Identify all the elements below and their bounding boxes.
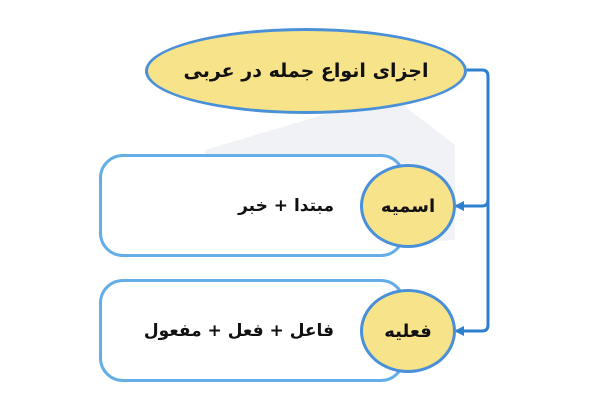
- main-topic-label: اجزای انواع جمله در عربی: [183, 60, 429, 82]
- main-topic-node: اجزای انواع جمله در عربی: [145, 28, 467, 114]
- branch-node-esmieh: اسمیه: [360, 164, 456, 248]
- branch-formula-esmieh: مبتدا + خبر: [238, 195, 334, 216]
- branch-node-felieh: فعلیه: [360, 289, 456, 373]
- branch-box-felieh: فاعل + فعل + مفعول: [99, 279, 405, 382]
- connector-to-esmieh: [454, 68, 490, 211]
- connector-to-felieh: [454, 200, 490, 336]
- branch-label-esmieh: اسمیه: [380, 195, 436, 217]
- branch-label-felieh: فعلیه: [384, 320, 432, 342]
- branch-formula-felieh: فاعل + فعل + مفعول: [143, 320, 334, 341]
- branch-box-esmieh: مبتدا + خبر: [99, 154, 405, 257]
